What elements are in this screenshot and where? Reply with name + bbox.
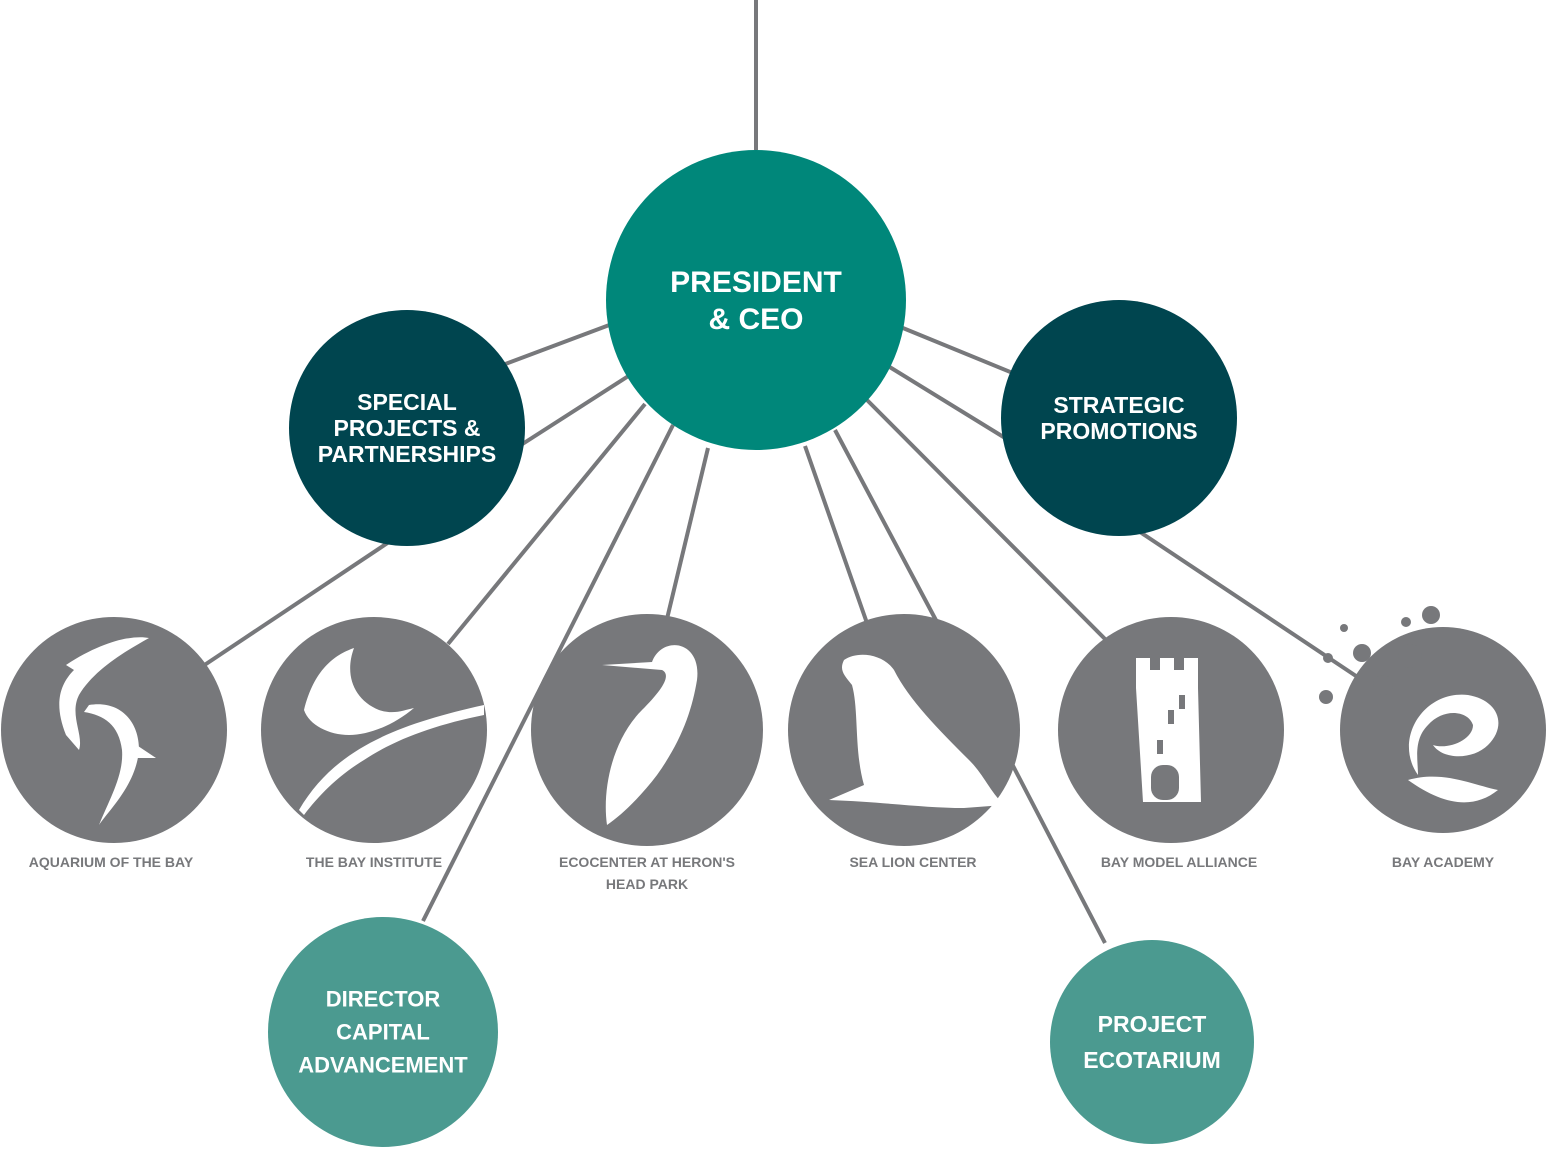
heron-icon [602,645,698,825]
node-label-line: DIRECTOR [326,987,441,1012]
org-circle [1340,627,1546,833]
org-node-bay-model[interactable]: BAY MODEL ALLIANCE [1058,617,1284,870]
connectors [198,0,1382,944]
node-label-line: PRESIDENT [670,266,842,299]
org-label: BAY MODEL ALLIANCE [1101,854,1257,870]
egret-icon [299,648,484,815]
node-label-line: SPECIAL [357,389,457,415]
tower-icon [1136,658,1201,802]
node-label-line: ECOTARIUM [1083,1047,1221,1073]
node-label-line: & CEO [708,303,803,336]
connector-line [508,373,632,454]
wave-icon [1408,694,1499,803]
director-capital-node[interactable]: DIRECTOR CAPITAL ADVANCEMENT [268,917,498,1147]
bubble-mark [1346,701,1368,723]
bubble-mark [1323,653,1333,663]
connector-line [865,398,1108,642]
org-label: HEAD PARK [606,876,688,892]
bubble-mark [1319,690,1333,704]
node-label-line: PROMOTIONS [1040,418,1197,444]
connector-line [803,445,870,627]
project-ecotarium-node-circle [1050,940,1254,1144]
bubble-mark [1340,624,1348,632]
node-label-line: ADVANCEMENT [298,1053,468,1078]
president-ceo-node[interactable]: PRESIDENT & CEO [606,150,906,450]
bubble-mark [1422,606,1440,624]
project-ecotarium-node[interactable]: PROJECT ECOTARIUM [1050,940,1254,1144]
connector-line [1008,759,1107,944]
director-capital-node-circle [268,917,498,1147]
org-node-ecocenter[interactable]: ECOCENTER AT HERON'S HEAD PARK [531,614,763,892]
strategic-promotions-node-circle [1001,300,1237,536]
bubble-mark [1401,617,1411,627]
bubble-mark [1373,675,1393,695]
org-label: THE BAY INSTITUTE [306,854,442,870]
org-node-sea-lion[interactable]: SEA LION CENTER [788,614,1020,870]
shark-icon [59,637,156,825]
bubble-mark [1353,644,1371,662]
node-label-line: STRATEGIC [1053,392,1184,418]
connector-line [446,402,647,646]
connector-line [833,429,940,625]
node-label-line: PROJECT [1098,1011,1207,1037]
connector-line [499,322,613,368]
org-label: BAY ACADEMY [1392,854,1495,870]
org-node-aquarium[interactable]: AQUARIUM OF THE BAY [1,617,227,870]
org-node-bay-institute[interactable]: THE BAY INSTITUTE [261,617,487,870]
node-label-line: CAPITAL [336,1020,430,1045]
special-projects-node-circle [289,310,525,546]
connector-line [886,364,1012,443]
president-ceo-node-circle [606,150,906,450]
org-label: AQUARIUM OF THE BAY [29,854,194,870]
connector-line [664,447,710,624]
org-circle [1,617,227,843]
sea-lion-icon [829,654,1004,808]
connector-line [897,324,1021,378]
bubble-mark [1398,644,1422,668]
org-label: ECOCENTER AT HERON'S [559,854,735,870]
org-label: SEA LION CENTER [849,854,976,870]
node-label-line: PARTNERSHIPS [318,441,497,467]
connector-line [198,534,400,670]
org-node-bay-academy[interactable]: BAY ACADEMY [1319,606,1546,870]
node-label-line: PROJECTS & [334,415,481,441]
connector-line [1138,530,1382,694]
